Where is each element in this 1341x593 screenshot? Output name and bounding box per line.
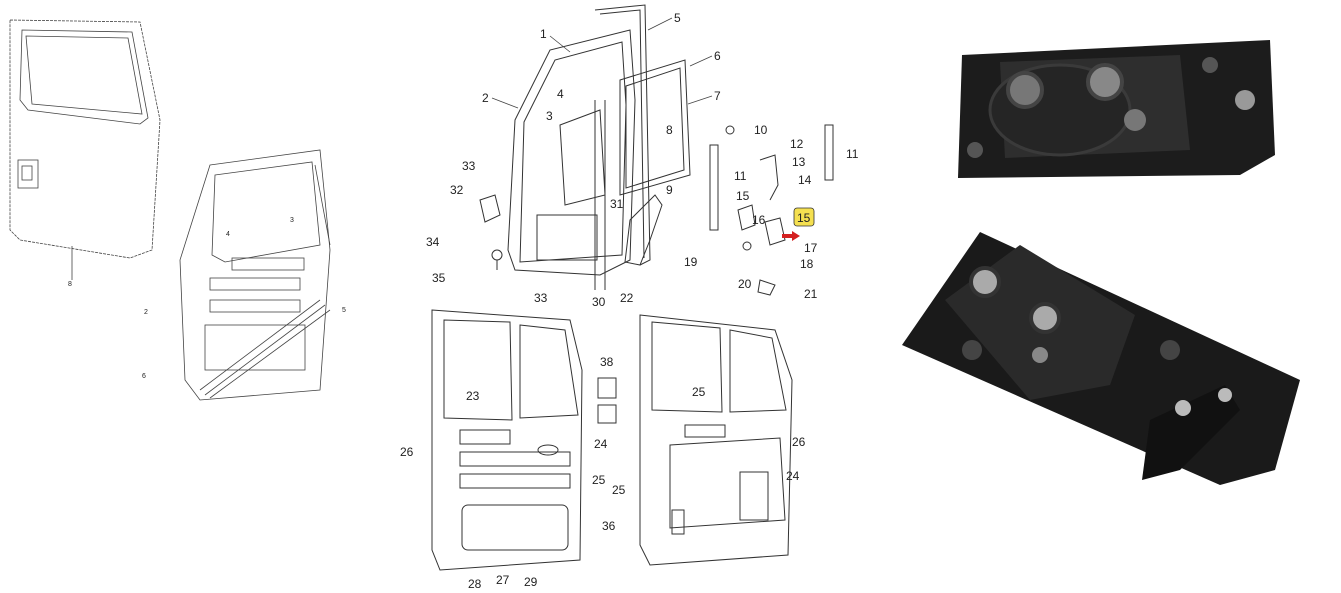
label-left-8: 8 bbox=[68, 281, 72, 288]
callout-27: 27 bbox=[496, 573, 510, 587]
callout-6: 6 bbox=[714, 49, 721, 63]
callout-25a: 25 bbox=[592, 473, 606, 487]
callout-25c: 25 bbox=[612, 483, 626, 497]
callout-17: 16 bbox=[752, 213, 766, 227]
callout-2: 2 bbox=[482, 91, 489, 105]
callout-22: 21 bbox=[804, 287, 818, 301]
callout-14: 14 bbox=[798, 173, 812, 187]
callout-26a: 26 bbox=[400, 445, 414, 459]
door-pull-cup-drawing bbox=[597, 377, 617, 399]
callout-12: 12 bbox=[790, 137, 804, 151]
door-inner-frame bbox=[179, 149, 331, 401]
callout-23: 23 bbox=[466, 389, 480, 403]
callout-24b: 24 bbox=[786, 469, 800, 483]
callout-24a: 24 bbox=[594, 437, 608, 451]
callout-18: 17 bbox=[804, 241, 818, 255]
door-pull-cap-drawing bbox=[597, 404, 617, 424]
callout-36: 36 bbox=[602, 519, 616, 533]
callout-13: 13 bbox=[792, 155, 806, 169]
callout-33a: 32 bbox=[450, 183, 464, 197]
label-left-3: 3 bbox=[290, 217, 294, 224]
red-arrow-icon bbox=[782, 231, 800, 241]
callout-25b: 25 bbox=[692, 385, 706, 399]
door-latch-photo-bottom bbox=[902, 232, 1300, 485]
callout-34: 33 bbox=[462, 159, 476, 173]
callout-29: 29 bbox=[524, 575, 538, 589]
callout-1: 1 bbox=[540, 27, 547, 41]
callout-20: 19 bbox=[684, 255, 698, 269]
exploded-parts-diagram: 1 2 3 4 5 6 7 8 9 10 11 11 12 13 14 15 1… bbox=[400, 0, 880, 593]
door-hardware-drawing bbox=[479, 124, 834, 296]
callout-4: 4 bbox=[557, 87, 564, 101]
callout-35: 34 bbox=[426, 235, 440, 249]
callout-30: 22 bbox=[620, 291, 634, 305]
door-panel-inner-view bbox=[431, 309, 583, 571]
callout-10: 10 bbox=[754, 123, 768, 137]
callout-15: 15 bbox=[797, 211, 811, 225]
label-left-6: 6 bbox=[142, 373, 146, 380]
callout-26b: 26 bbox=[792, 435, 806, 449]
latch-photos bbox=[880, 0, 1341, 593]
callout-32: 31 bbox=[610, 197, 624, 211]
callout-11b: 11 bbox=[846, 147, 859, 161]
callout-19: 18 bbox=[800, 257, 814, 271]
door-shell-outline bbox=[9, 19, 161, 280]
callout-3: 3 bbox=[546, 109, 553, 123]
label-left-5: 5 bbox=[342, 307, 346, 314]
door-frame-line-drawing: 8 4 3 2 5 6 bbox=[0, 0, 400, 593]
door-latch-photo-top bbox=[958, 40, 1275, 178]
callout-38: 38 bbox=[600, 355, 614, 369]
callout-31: 30 bbox=[592, 295, 606, 309]
label-left-4: 4 bbox=[226, 231, 230, 238]
door-panel-outer-view bbox=[639, 314, 793, 566]
callout-33b: 33 bbox=[534, 291, 548, 305]
callout-16: 15 bbox=[736, 189, 750, 203]
callout-9: 9 bbox=[666, 183, 673, 197]
callout-37: 35 bbox=[432, 271, 446, 285]
callout-11a: 11 bbox=[734, 169, 747, 183]
callout-8: 8 bbox=[666, 123, 673, 137]
callout-5: 5 bbox=[674, 11, 681, 25]
label-left-2: 2 bbox=[144, 309, 148, 316]
door-frame-upper-drawing bbox=[507, 4, 691, 290]
callout-28: 28 bbox=[468, 577, 482, 591]
callout-7: 7 bbox=[714, 89, 721, 103]
callout-15-highlight bbox=[793, 207, 815, 227]
callout-21: 20 bbox=[738, 277, 752, 291]
